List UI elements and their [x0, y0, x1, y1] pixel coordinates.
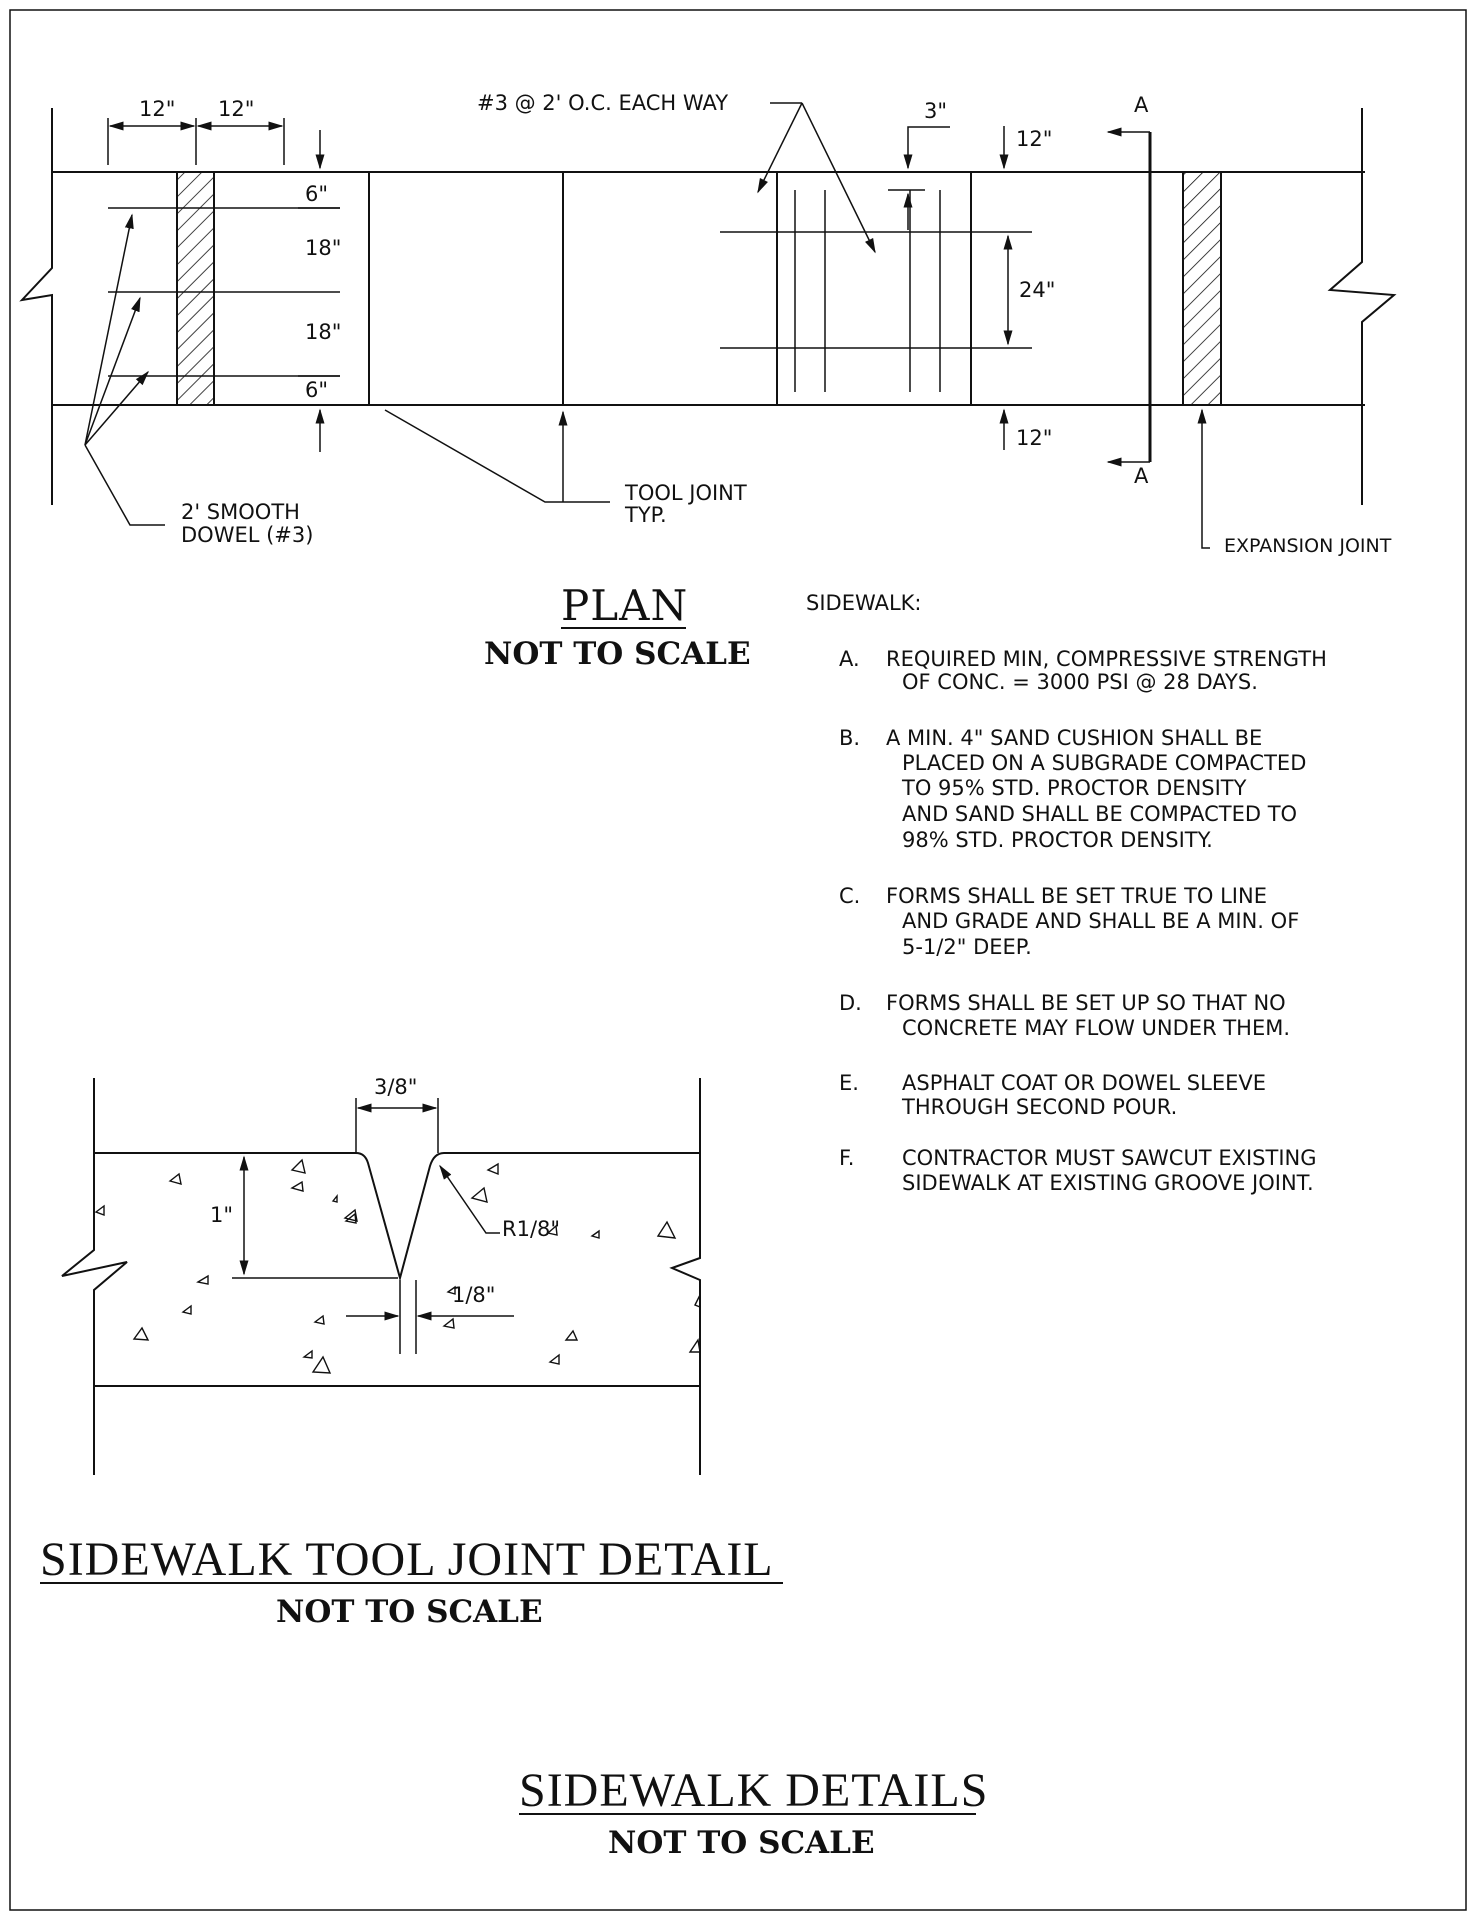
tool-joint-label-line2: TYP.	[624, 503, 667, 527]
note-a-line2: OF CONC. = 3000 PSI @ 28 DAYS.	[902, 670, 1258, 694]
sidewalk-notes: SIDEWALK: A. REQUIRED MIN, COMPRESSIVE S…	[806, 591, 1327, 1195]
note-b-line5: 98% STD. PROCTOR DENSITY.	[902, 828, 1213, 852]
sheet-title-block: SIDEWALK DETAILS NOT TO SCALE	[519, 1764, 988, 1861]
detail-left-break	[61, 1078, 128, 1475]
sheet-border	[9, 9, 1467, 1911]
note-b-line3: TO 95% STD. PROCTOR DENSITY	[901, 776, 1247, 800]
note-b-line1: A MIN. 4" SAND CUSHION SHALL BE	[886, 726, 1262, 750]
plan-subtitle: NOT TO SCALE	[484, 636, 751, 672]
dim-12-bottom-right: 12"	[1016, 426, 1052, 450]
dim-24: 24"	[1019, 278, 1055, 302]
note-c-letter: C.	[839, 884, 860, 908]
note-b-line2: PLACED ON A SUBGRADE COMPACTED	[902, 751, 1306, 775]
note-e-letter: E.	[839, 1071, 859, 1095]
dowel-label-line1: 2' SMOOTH	[181, 500, 300, 524]
tool-joint-detail: 3/8" 1" R1/8" 1/8" SIDEWALK TOOL JOINT D…	[40, 1075, 783, 1630]
section-a-top: A	[1134, 93, 1149, 117]
tool-joint-detail-title: SIDEWALK TOOL JOINT DETAIL	[40, 1533, 774, 1586]
plan-title: PLAN	[561, 581, 688, 630]
plan-view: 12" 12" 6" 18" 18" 6" 3" #3 @ 2' O.C. EA…	[19, 91, 1397, 672]
dim-groove-depth: 1"	[210, 1203, 233, 1227]
sheet-title: SIDEWALK DETAILS	[519, 1764, 988, 1817]
slab-top-with-groove	[94, 1152, 700, 1282]
dowel-joint-hatch	[176, 171, 215, 406]
section-a-bottom: A	[1134, 464, 1149, 488]
note-a-letter: A.	[839, 647, 860, 671]
dim-groove-bottom: 1/8"	[452, 1283, 495, 1307]
note-c-line3: 5-1/2" DEEP.	[902, 935, 1032, 959]
expansion-joint-label: EXPANSION JOINT	[1224, 535, 1392, 557]
expansion-joint-hatch	[1182, 171, 1222, 406]
note-b-line4: AND SAND SHALL BE COMPACTED TO	[902, 802, 1297, 826]
dowel-label-line2: DOWEL (#3)	[181, 523, 313, 547]
dim-6-top: 6"	[305, 182, 328, 206]
note-f-letter: F.	[839, 1146, 854, 1170]
dim-12-top-right: 12"	[1016, 127, 1052, 151]
note-e-line2: THROUGH SECOND POUR.	[901, 1095, 1177, 1119]
note-f-line1: CONTRACTOR MUST SAWCUT EXISTING	[902, 1146, 1317, 1170]
dim-groove-radius: R1/8"	[502, 1217, 560, 1241]
dim-groove-width: 3/8"	[374, 1075, 417, 1099]
tool-joint-detail-subtitle: NOT TO SCALE	[276, 1594, 543, 1630]
right-break-line	[1327, 108, 1397, 505]
detail-right-break	[669, 1078, 701, 1475]
dim-18-a: 18"	[305, 236, 341, 260]
dim-3: 3"	[924, 99, 947, 123]
note-f-line2: SIDEWALK AT EXISTING GROOVE JOINT.	[902, 1171, 1314, 1195]
note-c-line2: AND GRADE AND SHALL BE A MIN. OF	[902, 909, 1299, 933]
note-c-line1: FORMS SHALL BE SET TRUE TO LINE	[886, 884, 1267, 908]
dim-12-left: 12"	[139, 97, 175, 121]
note-a-line1: REQUIRED MIN, COMPRESSIVE STRENGTH	[886, 647, 1327, 671]
note-e-line1: ASPHALT COAT OR DOWEL SLEEVE	[902, 1071, 1266, 1095]
dim-6-bottom: 6"	[305, 378, 328, 402]
note-b-letter: B.	[839, 726, 860, 750]
notes-header: SIDEWALK:	[806, 591, 922, 615]
dim-18-b: 18"	[305, 320, 341, 344]
note-d-letter: D.	[839, 991, 862, 1015]
sheet-subtitle: NOT TO SCALE	[608, 1825, 875, 1861]
dim-12-right: 12"	[218, 97, 254, 121]
tool-joint-label-line1: TOOL JOINT	[624, 481, 747, 505]
note-d-line1: FORMS SHALL BE SET UP SO THAT NO	[886, 991, 1286, 1015]
note-d-line2: CONCRETE MAY FLOW UNDER THEM.	[902, 1016, 1290, 1040]
left-break-line	[19, 108, 53, 505]
rebar-spacing-label: #3 @ 2' O.C. EACH WAY	[477, 91, 728, 115]
concrete-aggregate	[94, 1158, 701, 1374]
